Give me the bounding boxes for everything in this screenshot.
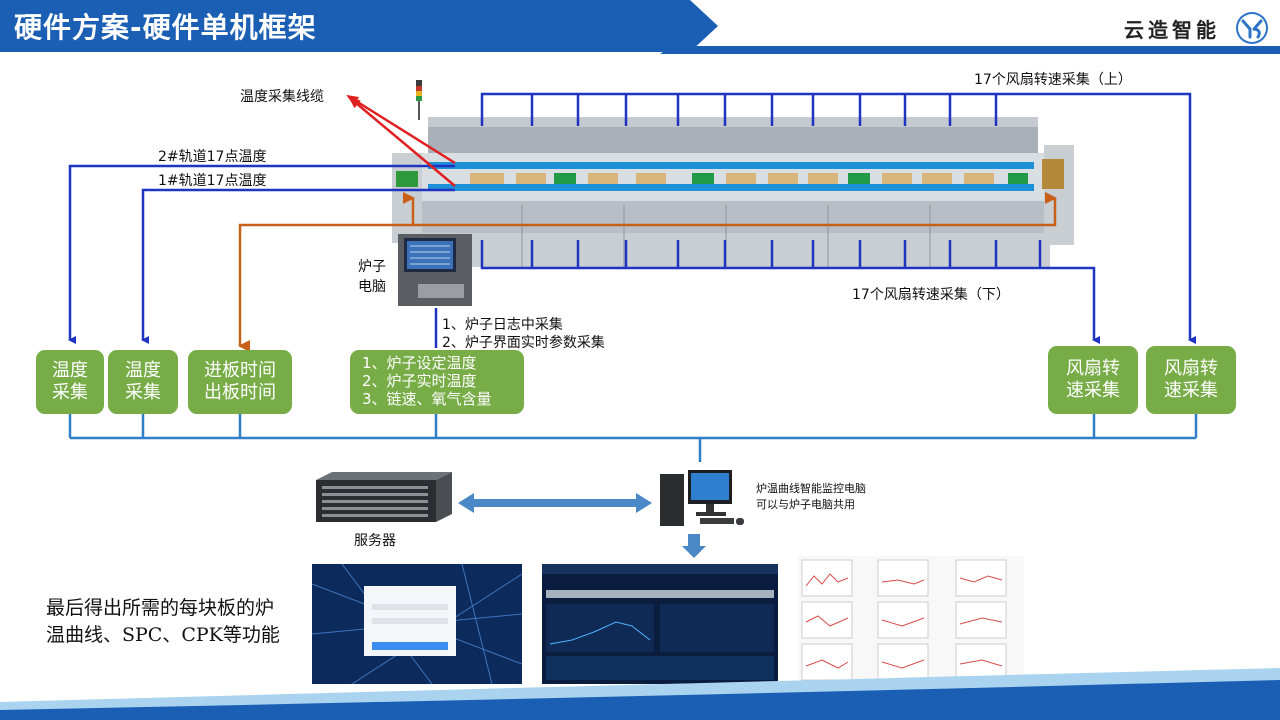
summary-text: 最后得出所需的每块板的炉 温曲线、SPC、CPK等功能 bbox=[46, 595, 280, 649]
title-banner bbox=[0, 0, 718, 52]
monitor-pc-label-2: 可以与炉子电脑共用 bbox=[756, 498, 855, 511]
oven-param-1: 1、炉子设定温度 bbox=[362, 354, 477, 372]
fan-bottom-label: 17个风扇转速采集（下） bbox=[852, 287, 1010, 303]
yunzao-logo-icon bbox=[1236, 12, 1268, 44]
dashboard-screenshot bbox=[542, 564, 778, 684]
login-screenshot bbox=[312, 564, 522, 684]
server-label: 服务器 bbox=[354, 533, 396, 549]
log-collect-2: 2、炉子界面实时参数采集 bbox=[442, 335, 605, 351]
desktop-computer-icon bbox=[660, 470, 744, 526]
summary-line-2: 温曲线、SPC、CPK等功能 bbox=[46, 624, 280, 646]
oven-computer-icon bbox=[398, 234, 472, 306]
oven-params-box: 1、炉子设定温度 2、炉子实时温度 3、链速、氧气含量 bbox=[350, 350, 524, 414]
oven-param-3: 3、链速、氧气含量 bbox=[362, 390, 492, 408]
oven-pc-label-2: 电脑 bbox=[358, 279, 386, 295]
rack-server-icon bbox=[316, 472, 452, 522]
fan-collect-box-2: 风扇转速采集 bbox=[1146, 346, 1236, 414]
fan-collect-box-1: 风扇转速采集 bbox=[1048, 346, 1138, 414]
fan-top-label: 17个风扇转速采集（上） bbox=[974, 72, 1132, 88]
track2-label: 2#轨道17点温度 bbox=[158, 149, 267, 165]
summary-line-1: 最后得出所需的每块板的炉 bbox=[46, 597, 275, 619]
footer-wave bbox=[0, 668, 1280, 720]
page-title: 硬件方案-硬件单机框架 bbox=[14, 11, 317, 44]
temp-collect-box-2: 温度采集 bbox=[108, 350, 178, 414]
title-underline bbox=[660, 46, 1280, 54]
monitor-pc-label-1: 炉温曲线智能监控电脑 bbox=[756, 482, 866, 495]
cable-label: 温度采集线缆 bbox=[240, 89, 324, 105]
board-time-box: 进板时间出板时间 bbox=[188, 350, 292, 414]
oven-param-2: 2、炉子实时温度 bbox=[362, 372, 477, 390]
oven-pc-label-1: 炉子 bbox=[358, 259, 386, 275]
brand-name: 云造智能 bbox=[1124, 18, 1220, 42]
signal-tower bbox=[416, 80, 422, 120]
log-collect-1: 1、炉子日志中采集 bbox=[442, 317, 563, 333]
temp-collect-box-1: 温度采集 bbox=[36, 350, 104, 414]
track1-label: 1#轨道17点温度 bbox=[158, 173, 267, 189]
spc-charts-screenshot bbox=[798, 556, 1024, 686]
